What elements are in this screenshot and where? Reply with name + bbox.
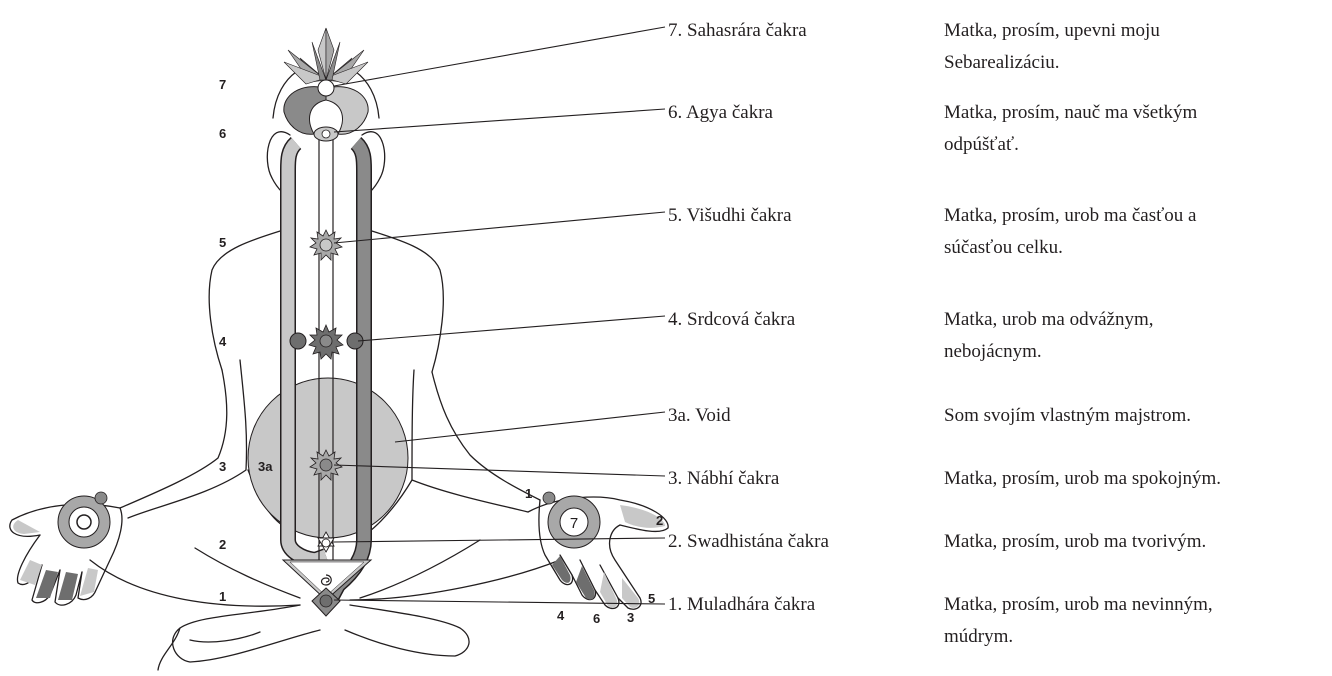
- hand-label-5: 5: [648, 591, 655, 606]
- hand-label-6: 6: [593, 611, 600, 626]
- prayer-7-line-1: Matka, prosím, upevni moju: [944, 20, 1160, 41]
- body-label-3a: 3a: [258, 459, 273, 474]
- prayer-1-line-1: Matka, prosím, urob ma nevinným,: [944, 594, 1213, 615]
- chakra-name-4: 4. Srdcová čakra: [668, 309, 796, 330]
- prayer-5-line-1: Matka, prosím, urob ma časťou a: [944, 205, 1197, 226]
- prayer-2-line-1: Matka, prosím, urob ma tvorivým.: [944, 531, 1206, 552]
- chakra-name-1: 1. Muladhára čakra: [668, 594, 816, 615]
- prayer-6-line-2: odpúšťať.: [944, 134, 1019, 155]
- chakra-name-3a: 3a. Void: [668, 405, 731, 426]
- heart-chakra-icon: [290, 325, 363, 359]
- left-palm-circle: [58, 492, 110, 548]
- prayer-1-line-2: múdrym.: [944, 626, 1013, 647]
- hand-label-4: 4: [557, 608, 565, 623]
- prayer-4-line-1: Matka, urob ma odvážnym,: [944, 309, 1153, 330]
- lotus-icon: [284, 28, 368, 96]
- prayer-3a-line-1: Som svojím vlastným majstrom.: [944, 405, 1191, 426]
- prayer-5-line-2: súčasťou celku.: [944, 237, 1063, 258]
- hand-label-1: 1: [525, 486, 532, 501]
- body-label-4: 4: [219, 334, 227, 349]
- prayer-4-line-2: nebojácnym.: [944, 341, 1042, 362]
- body-label-1: 1: [219, 589, 226, 604]
- prayer-6-line-1: Matka, prosím, nauč ma všetkým: [944, 102, 1198, 123]
- body-number-labels: 7 6 5 4 3 3a 2 1: [219, 77, 273, 604]
- hand-label-2: 2: [656, 513, 663, 528]
- agya-chakra-icon: [314, 127, 338, 141]
- body-label-7: 7: [219, 77, 226, 92]
- chakra-name-5: 5. Višudhi čakra: [668, 205, 792, 226]
- chakra-name-3: 3. Nábhí čakra: [668, 468, 780, 489]
- chakra-name-6: 6. Agya čakra: [668, 102, 774, 123]
- chakra-name-7: 7. Sahasrára čakra: [668, 20, 807, 41]
- chakra-names: 7. Sahasrára čakra 6. Agya čakra 5. Višu…: [668, 20, 829, 615]
- visudhi-chakra-icon: [310, 230, 342, 260]
- hand-label-3: 3: [627, 610, 634, 625]
- body-label-6: 6: [219, 126, 226, 141]
- body-label-3: 3: [219, 459, 226, 474]
- body-label-2: 2: [219, 537, 226, 552]
- prayer-7-line-2: Sebarealizáciu.: [944, 52, 1060, 73]
- chakra-prayers: Matka, prosím, upevni moju Sebarealizáci…: [944, 20, 1221, 647]
- palm-marker: 7: [570, 515, 578, 532]
- prayer-3-line-1: Matka, prosím, urob ma spokojným.: [944, 468, 1221, 489]
- body-label-5: 5: [219, 235, 226, 250]
- chakra-name-2: 2. Swadhistána čakra: [668, 531, 829, 552]
